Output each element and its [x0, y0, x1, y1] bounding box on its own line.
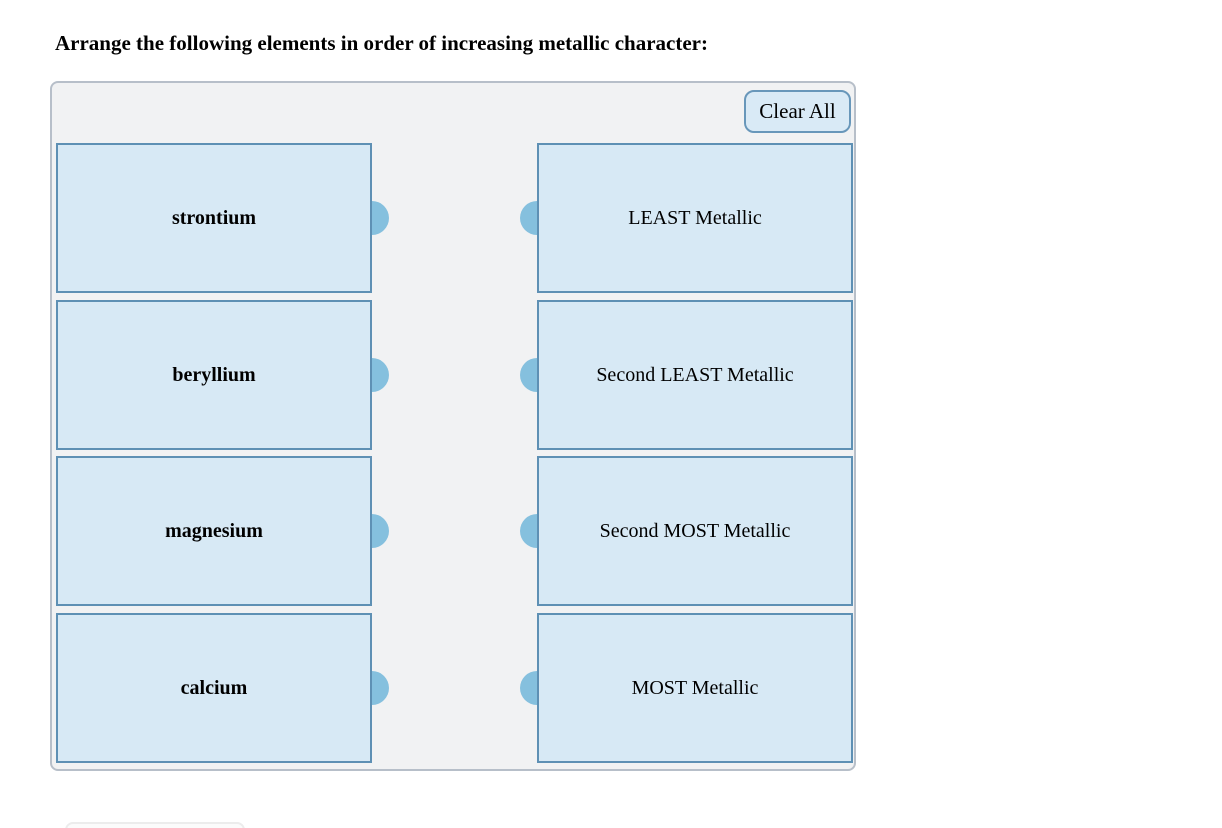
draggable-item-label: beryllium — [172, 363, 256, 386]
drop-target-label: Second LEAST Metallic — [596, 363, 794, 386]
draggable-item-calcium[interactable]: calcium — [56, 613, 389, 763]
connector-nub-icon — [520, 671, 537, 705]
matching-panel: Clear All strontium LEAST Metallic beryl… — [50, 81, 856, 771]
connector-nub-icon — [520, 514, 537, 548]
clear-all-button[interactable]: Clear All — [744, 90, 851, 133]
partial-button-bottom[interactable] — [65, 822, 245, 828]
connector-nub-icon — [520, 201, 537, 235]
connector-nub-icon — [372, 201, 389, 235]
draggable-item-label: calcium — [180, 676, 248, 699]
drop-target-second-most-metallic[interactable]: Second MOST Metallic — [520, 456, 853, 606]
connector-nub-icon — [372, 358, 389, 392]
draggable-item-beryllium[interactable]: beryllium — [56, 300, 389, 450]
drop-target-label: MOST Metallic — [631, 676, 759, 699]
draggable-item-magnesium[interactable]: magnesium — [56, 456, 389, 606]
drop-target-second-least-metallic[interactable]: Second LEAST Metallic — [520, 300, 853, 450]
connector-nub-icon — [520, 358, 537, 392]
draggable-item-strontium[interactable]: strontium — [56, 143, 389, 293]
drop-target-label: LEAST Metallic — [628, 206, 762, 229]
draggable-item-label: magnesium — [165, 519, 263, 542]
connector-nub-icon — [372, 514, 389, 548]
drop-target-least-metallic[interactable]: LEAST Metallic — [520, 143, 853, 293]
drop-target-most-metallic[interactable]: MOST Metallic — [520, 613, 853, 763]
connector-nub-icon — [372, 671, 389, 705]
draggable-item-label: strontium — [171, 206, 257, 229]
drop-target-label: Second MOST Metallic — [599, 519, 791, 542]
question-title: Arrange the following elements in order … — [55, 31, 708, 55]
